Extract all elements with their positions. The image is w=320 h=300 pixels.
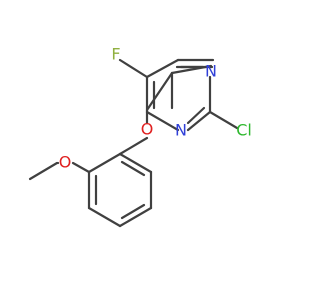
bond-benzene-inner-2 — [120, 203, 146, 220]
methoxy-oxygen-atom-label: O — [59, 153, 72, 172]
bond-c4-n3-main — [145, 110, 180, 132]
bond-c5-c6 — [170, 64, 213, 75]
chlorine-atom-label: Cl — [236, 121, 252, 140]
ether-oxygen-atom-label: O — [141, 120, 154, 139]
bond-o-methyl — [28, 161, 59, 181]
bond-benzene-d — [87, 206, 122, 228]
bond-benzene-a — [118, 152, 153, 174]
bond-benzene-f — [87, 152, 122, 174]
bond-c5-f — [118, 58, 149, 79]
bond-aryl-methoxy-o — [71, 161, 91, 174]
nitrogen-atom-label-1: N — [205, 62, 217, 81]
bond-benzene-inner-1 — [120, 160, 146, 177]
nitrogen-atom-label-2: N — [175, 121, 187, 140]
bond-benzene-c — [118, 206, 153, 228]
bond-c6-c5-main — [145, 58, 180, 79]
bond-c2-cl — [208, 110, 239, 130]
molecule-canvas: F N N Cl O O — [28, 44, 252, 228]
bond-n3-c2-main — [186, 110, 212, 132]
bond-lines — [28, 58, 239, 228]
bond-n3-c2-inner — [186, 106, 206, 125]
fluorine-atom-label: F — [111, 45, 120, 64]
bond-c5-c4 — [145, 71, 174, 112]
bond-o-aryl — [118, 136, 149, 156]
molecule-diagram: F N N Cl O O — [28, 45, 252, 228]
